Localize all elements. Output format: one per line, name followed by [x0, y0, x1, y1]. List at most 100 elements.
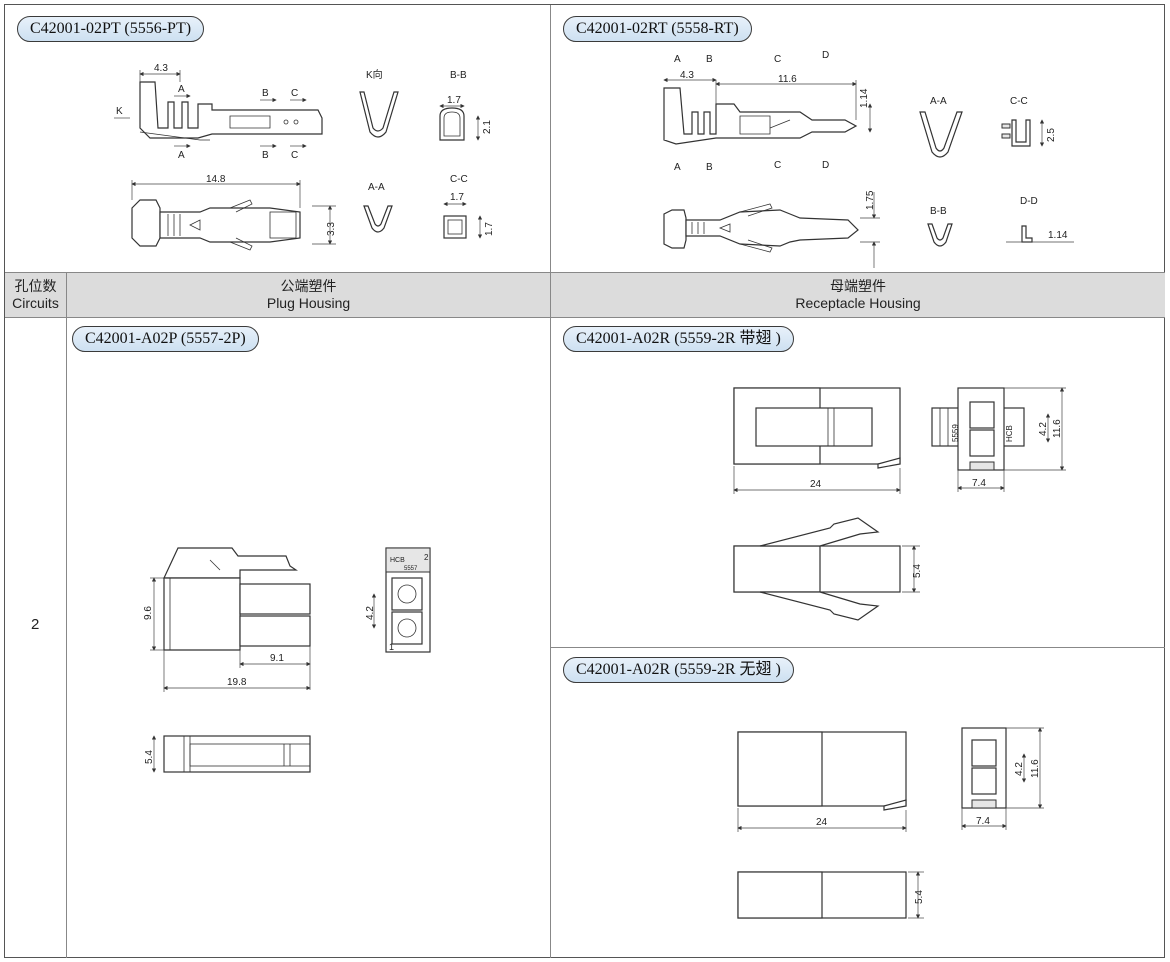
rw-dim-5-4: 5.4: [912, 564, 923, 578]
pt-dim-3-3: 3.3: [326, 222, 337, 236]
rw-dim-7-4: 7.4: [972, 478, 986, 489]
part-label-rt: C42001-02RT (5558-RT): [563, 16, 752, 42]
circuits-value: 2: [31, 616, 40, 633]
rt-dd-section: [1021, 225, 1033, 243]
rt-dim-11-6: 11.6: [778, 74, 797, 85]
receptacle-wing-front-view: [931, 387, 1025, 471]
rw-mark-code: 5559: [951, 424, 960, 442]
rn-dim-11-6: 11.6: [1030, 759, 1041, 778]
header-circuits-cn: 孔位数: [14, 278, 57, 294]
pt-k-view-shape: [359, 91, 399, 138]
receptacle-nowing-front-view: [961, 727, 1007, 809]
header-plug-cn: 公端塑件: [280, 278, 337, 294]
pt-dim-1-7-vert: 1.7: [484, 222, 495, 236]
rt-marker-d-bottom: D: [822, 160, 829, 171]
rn-dim-4-2: 4.2: [1014, 762, 1025, 776]
rw-mark-brand: HCB: [1005, 425, 1014, 442]
plug-mark-code: 5557: [404, 566, 418, 572]
rt-marker-a-top: A: [674, 54, 681, 65]
header-plug-en: Plug Housing: [266, 295, 351, 311]
receptacle-nowing-side-view: [737, 731, 907, 811]
receptacle-nowing-top-view: [737, 871, 907, 919]
rt-dim-1-14: 1.14: [859, 88, 870, 108]
pt-dim-4-3: 4.3: [154, 63, 168, 74]
pt-terminal-top-view: [131, 199, 301, 251]
rn-dim-24: 24: [816, 817, 828, 828]
pt-view-k: K向: [366, 68, 383, 81]
pt-dim-14-8: 14.8: [206, 174, 226, 185]
divider-receptacle: [551, 647, 1165, 648]
rw-dim-11-6: 11.6: [1052, 419, 1063, 438]
rt-dim-1-14-dd: 1.14: [1048, 230, 1068, 241]
plug-pin-2: 2: [424, 553, 429, 562]
divider-header-bottom: [5, 317, 1165, 318]
rt-view-aa: A-A: [930, 96, 947, 107]
rn-dim-7-4: 7.4: [976, 816, 990, 827]
rt-marker-d-top: D: [822, 50, 829, 61]
pt-aa-section: [363, 205, 393, 233]
rt-aa-section: [919, 111, 963, 158]
rt-bb-section: [927, 223, 953, 247]
pt-view-aa: A-A: [368, 182, 385, 193]
receptacle-wing-side-view: [733, 387, 901, 469]
pt-dimension-4-3: [139, 70, 181, 82]
divider-center: [550, 5, 551, 958]
rw-dim-24: 24: [810, 479, 822, 490]
pt-dim-1-7-bb: 1.7: [447, 95, 461, 106]
pt-view-cc: C-C: [450, 174, 468, 185]
header-plug-housing: 公端塑件 Plug Housing: [67, 273, 550, 317]
rt-marker-b-top: B: [706, 54, 713, 65]
plug-dim-19-8: 19.8: [227, 677, 247, 688]
pt-marker-a-bottom: A: [178, 150, 185, 161]
table-frame: [4, 4, 1165, 958]
rt-marker-b-bottom: B: [706, 162, 713, 173]
divider-circuits: [66, 272, 67, 958]
rt-marker-c-bottom: C: [774, 160, 781, 171]
pt-marker-c-bottom: C: [291, 150, 298, 161]
header-receptacle-cn: 母端塑件: [830, 278, 886, 294]
part-label-plug: C42001-A02P (5557-2P): [72, 326, 259, 352]
plug-dim-9-6: 9.6: [143, 606, 154, 620]
divider-header-top: [5, 272, 1165, 273]
pt-dim-1-7-cc: 1.7: [450, 192, 464, 203]
header-receptacle-housing: 母端塑件 Receptacle Housing: [551, 273, 1165, 317]
header-circuits: 孔位数 Circuits: [5, 273, 66, 317]
header-receptacle-en: Receptacle Housing: [795, 295, 921, 311]
rt-marker-a-bottom: A: [674, 162, 681, 173]
rt-terminal-top-view: [663, 203, 859, 253]
plug-top-view: [163, 735, 311, 773]
rt-marker-c-top: C: [774, 54, 781, 65]
pt-marker-c-top: C: [291, 88, 298, 99]
part-label-receptacle-wing: C42001-A02R (5559-2R 带翅 ): [563, 326, 794, 352]
pt-cc-section: [443, 215, 467, 239]
receptacle-wing-top-view: [733, 517, 901, 621]
header-circuits-en: Circuits: [12, 295, 59, 311]
part-label-pt: C42001-02PT (5556-PT): [17, 16, 205, 42]
pt-dim-2-1: 2.1: [482, 120, 493, 134]
pt-marker-b-top: B: [262, 88, 269, 99]
pt-marker-a-top: A: [178, 84, 185, 95]
rw-dim-4-2: 4.2: [1038, 422, 1049, 436]
part-label-receptacle-nowing: C42001-A02R (5559-2R 无翅 ): [563, 657, 794, 683]
pt-marker-k: K: [116, 106, 123, 117]
plug-dim-9-1: 9.1: [270, 653, 284, 664]
rt-view-dd: D-D: [1020, 196, 1038, 207]
plug-pin-1: 1: [389, 642, 394, 652]
rt-dim-4-3: 4.3: [680, 70, 694, 81]
pt-terminal-side-view: [139, 81, 323, 141]
pt-marker-b-bottom: B: [262, 150, 269, 161]
rt-cc-section: [1011, 119, 1031, 147]
plug-dim-5-4: 5.4: [144, 750, 155, 764]
pt-view-bb: B-B: [450, 70, 467, 81]
rn-dim-5-4: 5.4: [914, 890, 925, 904]
plug-front-view: [385, 547, 431, 653]
rt-terminal-side-view: [663, 87, 858, 145]
rt-view-bb: B-B: [930, 206, 947, 217]
rt-dim-1-75: 1.75: [865, 190, 876, 210]
rt-dim-2-5: 2.5: [1046, 128, 1057, 142]
plug-dim-4-2: 4.2: [365, 606, 376, 620]
rt-view-cc: C-C: [1010, 96, 1028, 107]
plug-mark-brand: HCB: [390, 557, 405, 564]
plug-side-view: [163, 547, 311, 651]
